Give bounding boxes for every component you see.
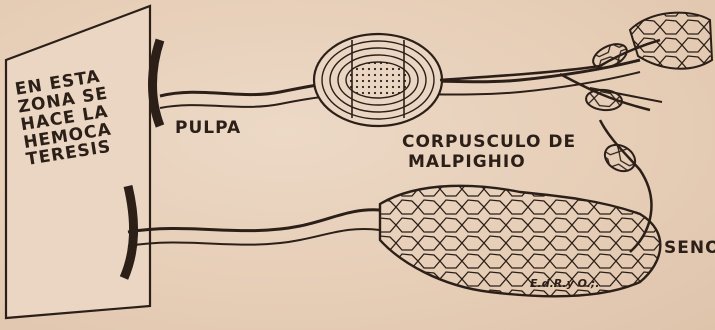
artist-credit: E.d.R.y O.;. [530,278,599,290]
ellipsoid-sheath-middle [585,88,623,111]
malpighian-corpuscle [314,34,442,126]
upper-cell-cluster [630,13,712,69]
corpuscle-label-line1: CORPUSCULO DE [402,134,576,152]
lower-pulp-vessel [128,210,380,232]
pulpa-label: PULPA [175,120,241,138]
corpuscle-label-line2: MALPIGHIO [408,154,526,172]
ellipsoid-sheath-lower [600,140,640,177]
red-pulp-cell-network [380,186,660,296]
seno-label: SENO [664,240,715,258]
upper-vessel-root [153,40,161,126]
hemocatheresis-zone-label: EN ESTA ZONA SE HACE LA HEMOCA TERESIS [14,68,118,170]
